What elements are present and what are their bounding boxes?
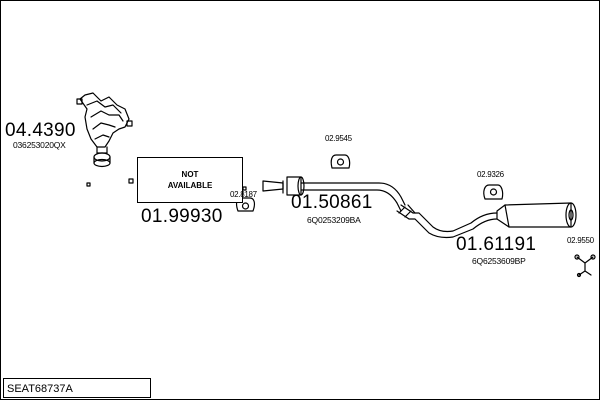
rear-silencer-icon	[496, 202, 577, 228]
status-line-1: NOT	[181, 170, 199, 179]
front-pipe-not-available-box: NOT AVAILABLE	[137, 157, 243, 203]
part-number-rear-silencer: 01.61191	[456, 234, 537, 255]
oe-reference-rear-silencer: 6Q6253609BP	[472, 256, 526, 266]
part-number-front-pipe: 01.99930	[141, 206, 223, 227]
part-number-middle-silencer: 01.50861	[291, 192, 373, 213]
part-number-catalytic-converter: 04.4390	[5, 120, 76, 141]
rubber-mount-icon	[330, 154, 351, 169]
fitting-number-mount-2: 02.9545	[325, 134, 352, 143]
fitting-number-mount-3: 02.9326	[477, 170, 504, 179]
rubber-mount-icon	[235, 197, 256, 212]
status-line-2: AVAILABLE	[167, 181, 213, 190]
oe-reference-catalytic-converter: 036253020QX	[13, 140, 66, 150]
fitting-number-bracket: 02.9550	[567, 236, 594, 245]
diagram-code-label: SEAT68737A	[3, 378, 151, 398]
front-pipe-marker	[128, 178, 134, 184]
connector-marker	[86, 182, 91, 187]
oe-reference-middle-silencer: 6Q0253209BA	[307, 215, 361, 225]
front-pipe-end-marker	[242, 186, 247, 191]
bracket-icon	[574, 254, 596, 278]
middle-silencer-icon	[262, 176, 498, 239]
rubber-mount-icon	[483, 184, 504, 200]
fitting-number-mount-1: 02.8187	[230, 190, 257, 199]
catalytic-converter-manifold-icon	[76, 92, 133, 168]
